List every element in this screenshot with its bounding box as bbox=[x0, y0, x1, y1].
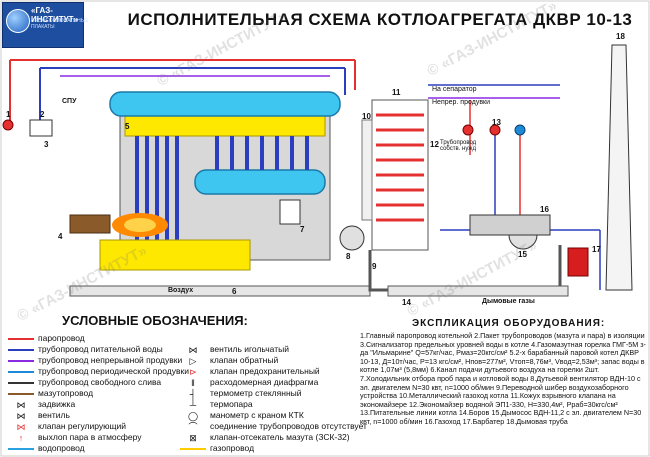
gauge-icon bbox=[489, 124, 501, 136]
gas-duct-16 bbox=[469, 214, 551, 236]
item-number: 5 bbox=[125, 122, 130, 131]
legend-line-item: ⋈клапан регулирующий bbox=[8, 421, 126, 432]
lower-drum bbox=[194, 169, 326, 195]
gate-valve-icon: ⋈ bbox=[16, 399, 26, 410]
gauge-icon bbox=[462, 124, 474, 136]
item-number: 6 bbox=[232, 287, 237, 296]
item-number: 14 bbox=[402, 298, 411, 307]
explication-text: 1.Главный паропровод котельной 2.Пакет т… bbox=[360, 331, 646, 426]
legend-line-item: трубопровод свободного слива bbox=[8, 377, 161, 387]
item-number: 2 bbox=[40, 110, 45, 119]
item-number: 10 bbox=[362, 112, 371, 121]
orifice-icon: ‖ bbox=[191, 377, 195, 388]
air-duct bbox=[69, 285, 371, 297]
legend-line-item: водопровод bbox=[8, 443, 85, 453]
item-number: 11 bbox=[392, 88, 401, 97]
label-neper: Непрер. продувки bbox=[432, 99, 491, 106]
check-valve-icon: ▷ bbox=[189, 355, 197, 366]
globe-icon bbox=[6, 9, 30, 33]
draft-fan bbox=[339, 225, 365, 251]
steam-exhaust-icon: ↑ bbox=[18, 432, 24, 443]
gas-oil-burner bbox=[69, 214, 111, 234]
item-number: 17 bbox=[592, 245, 601, 254]
logo-subtitle: ПРОФЕССИОНАЛЬНЫЕ ПЛАКАТЫ bbox=[31, 18, 89, 30]
label-air: Воздух bbox=[168, 287, 194, 294]
logo-name: «ГАЗ-ИНСТИТУТ» bbox=[31, 6, 78, 24]
gas-duct-metal bbox=[361, 119, 373, 221]
legend-symbol-item: ⋈вентиль игольчатый bbox=[180, 344, 289, 355]
economizer-coils bbox=[376, 113, 424, 222]
upper-drum bbox=[109, 91, 341, 117]
legend-symbol-item: ⊳клапан предохранительный bbox=[180, 366, 319, 377]
item-number: 4 bbox=[58, 232, 63, 241]
item-number: 13 bbox=[492, 118, 501, 127]
item-number: 9 bbox=[372, 262, 377, 271]
safety-valve-icon: ⊳ bbox=[189, 366, 197, 377]
legend-symbol-item: ▷клапан обратный bbox=[180, 355, 279, 366]
page-title: ИСПОЛНИТЕЛЬНАЯ СХЕМА КОТЛОАГРЕГАТА ДКВР … bbox=[127, 10, 633, 29]
chimney bbox=[605, 44, 633, 291]
label-spu: СПУ bbox=[62, 98, 77, 105]
label-separator: На сепаратор bbox=[432, 86, 477, 93]
legend-line-item: трубопровод питательной воды bbox=[8, 344, 163, 354]
level-signal-box bbox=[29, 119, 53, 137]
explication-title: ЭКСПЛИКАЦИЯ ОБОРУДОВАНИЯ: bbox=[412, 318, 606, 329]
item-number: 3 bbox=[44, 140, 49, 149]
valve-icon: ⋈ bbox=[16, 410, 26, 421]
legend-symbol-item: газопровод bbox=[180, 443, 254, 453]
upper-drum-insulation bbox=[124, 115, 326, 137]
item-number: 7 bbox=[300, 225, 305, 234]
label-flue-gases: Дымовые газы bbox=[482, 298, 535, 305]
item-number: 15 bbox=[518, 250, 527, 259]
legend-title: УСЛОВНЫЕ ОБОЗНАЧЕНИЯ: bbox=[62, 313, 248, 328]
legend-symbol-item: ┤термометр стеклянный bbox=[180, 388, 302, 399]
legend-symbol-item: ⌒соединение трубопроводов отсутствует bbox=[180, 421, 366, 432]
shutoff-valve-icon: ⊠ bbox=[189, 432, 197, 443]
thermometer-icon: ┤ bbox=[189, 388, 197, 399]
legend-line-item: трубопровод периодической продувки bbox=[8, 366, 189, 376]
item-number: 8 bbox=[346, 252, 351, 261]
gauge-icon bbox=[514, 124, 526, 136]
item-number: 18 bbox=[616, 32, 625, 41]
legend-line-item: мазутопровод bbox=[8, 388, 93, 398]
legend-symbol-item: ⊠клапан-отсекатель мазута (ЗСК-32) bbox=[180, 432, 349, 443]
legend-symbol-item: ◯манометр с краном КТК bbox=[180, 410, 304, 421]
label-own-needs: Трубопровод собств. нужд bbox=[440, 140, 477, 152]
legend-line-item: паропровод bbox=[8, 333, 85, 343]
legend-line-item: ⋈вентиль bbox=[8, 410, 70, 421]
item-number: 1 bbox=[6, 110, 11, 119]
no-connection-icon: ⌒ bbox=[188, 421, 198, 432]
borov bbox=[387, 285, 569, 297]
legend-symbol-item: ┴термопара bbox=[180, 399, 253, 410]
valve-icon bbox=[2, 119, 14, 131]
legend-symbol-item: ‖расходомерная диафрагма bbox=[180, 377, 318, 388]
legend-line-item: ↑выхлоп пара в атмосферу bbox=[8, 432, 142, 443]
item-number: 12 bbox=[430, 140, 439, 149]
control-valve-icon: ⋈ bbox=[16, 421, 26, 432]
legend-line-item: ⋈задвижка bbox=[8, 399, 76, 410]
furnace-base bbox=[99, 239, 251, 271]
needle-valve-icon: ⋈ bbox=[188, 344, 198, 355]
bubbler bbox=[567, 247, 589, 277]
manometer-icon: ◯ bbox=[187, 410, 199, 421]
item-number: 16 bbox=[540, 205, 549, 214]
legend-line-item: трубопровод непрерывной продувки bbox=[8, 355, 182, 365]
thermocouple-icon: ┴ bbox=[189, 399, 197, 410]
boiler-tube-bank bbox=[135, 136, 309, 246]
sample-cooler bbox=[279, 199, 301, 225]
logo: «ГАЗ-ИНСТИТУТ» ПРОФЕССИОНАЛЬНЫЕ ПЛАКАТЫ bbox=[2, 2, 89, 48]
